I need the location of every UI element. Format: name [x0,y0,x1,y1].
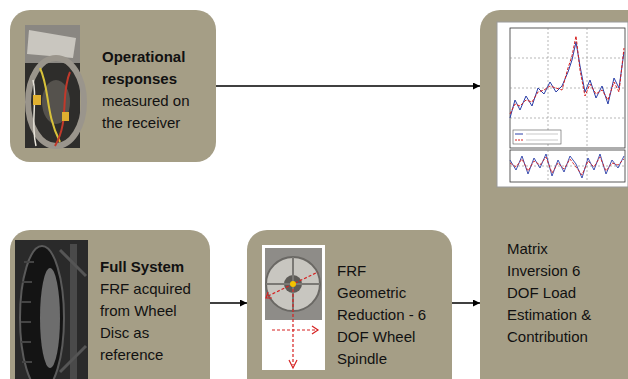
box-text: measured on the receiver [102,90,202,134]
process-box: Full SystemFRF acquired from Wheel Disc … [10,230,210,379]
process-box: FRF Geometric Reduction - 6 DOF Wheel Sp… [247,230,452,379]
text-block: Operational responsesmeasured on the rec… [102,46,202,134]
box-heading: Operational responses [102,46,202,90]
flow-arrow [210,302,247,304]
flow-arrow [216,85,480,87]
sensor-photo [25,25,84,148]
text-block: FRF Geometric Reduction - 6 DOF Wheel Sp… [337,260,435,370]
spectrum-chart [497,22,628,187]
box-text: FRF acquired from Wheel Disc as referenc… [100,278,196,366]
box-heading: Full System [100,256,196,278]
flow-arrow [452,302,480,304]
text-block: Matrix Inversion 6 DOF Load Estimation &… [507,238,607,348]
spindle-photo [262,245,325,370]
process-box: Operational responsesmeasured on the rec… [10,10,216,162]
tyre-photo [15,240,88,379]
box-text: FRF Geometric Reduction - 6 DOF Wheel Sp… [337,260,435,370]
process-box: Matrix Inversion 6 DOF Load Estimation &… [480,10,628,379]
text-block: Full SystemFRF acquired from Wheel Disc … [100,256,196,366]
box-text: Matrix Inversion 6 DOF Load Estimation &… [507,238,607,348]
